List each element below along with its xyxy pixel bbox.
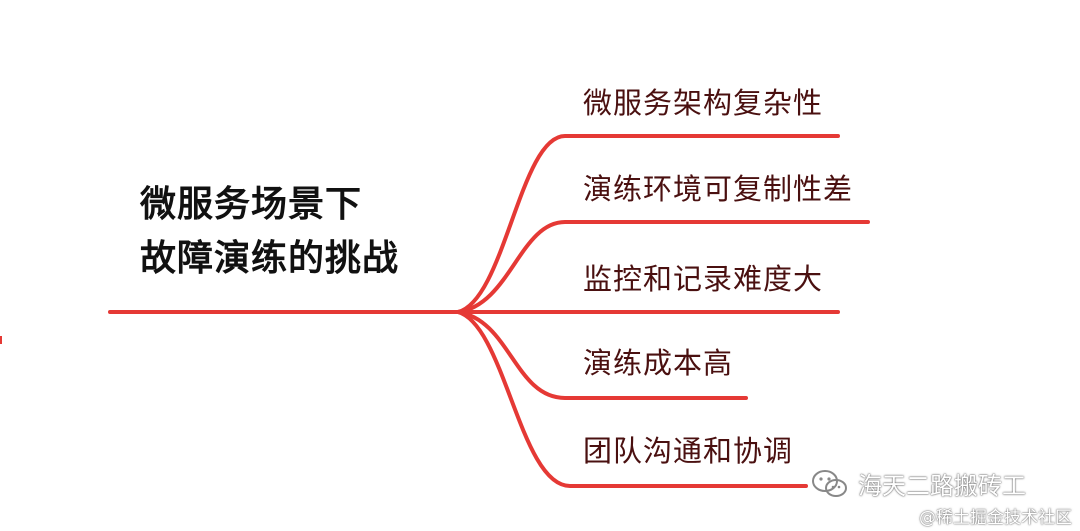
branch-connector-4 xyxy=(456,310,748,400)
branch-connector-1 xyxy=(456,134,840,314)
watermark-text: 海天二路搬砖工 xyxy=(858,472,1026,500)
wechat-icon xyxy=(812,469,847,497)
credit-text: @稀土掘金技术社区 xyxy=(919,508,1072,528)
branch-label-2: 演练环境可复制性差 xyxy=(583,172,854,206)
root-node: 微服务场景下 故障演练的挑战 xyxy=(140,178,399,286)
watermark: 海天二路搬砖工 xyxy=(810,466,1026,501)
branch-connector-5 xyxy=(456,310,808,488)
branch-label-4: 演练成本高 xyxy=(583,346,734,380)
branch-label-3: 监控和记录难度大 xyxy=(583,262,824,296)
edge-mark xyxy=(0,336,2,344)
branch-connector-2 xyxy=(456,220,870,314)
root-title-line-1: 微服务场景下 xyxy=(140,184,363,225)
root-title-line-2: 故障演练的挑战 xyxy=(140,238,400,279)
branch-label-1: 微服务架构复杂性 xyxy=(583,86,824,120)
branch-label-5: 团队沟通和协调 xyxy=(583,434,794,468)
